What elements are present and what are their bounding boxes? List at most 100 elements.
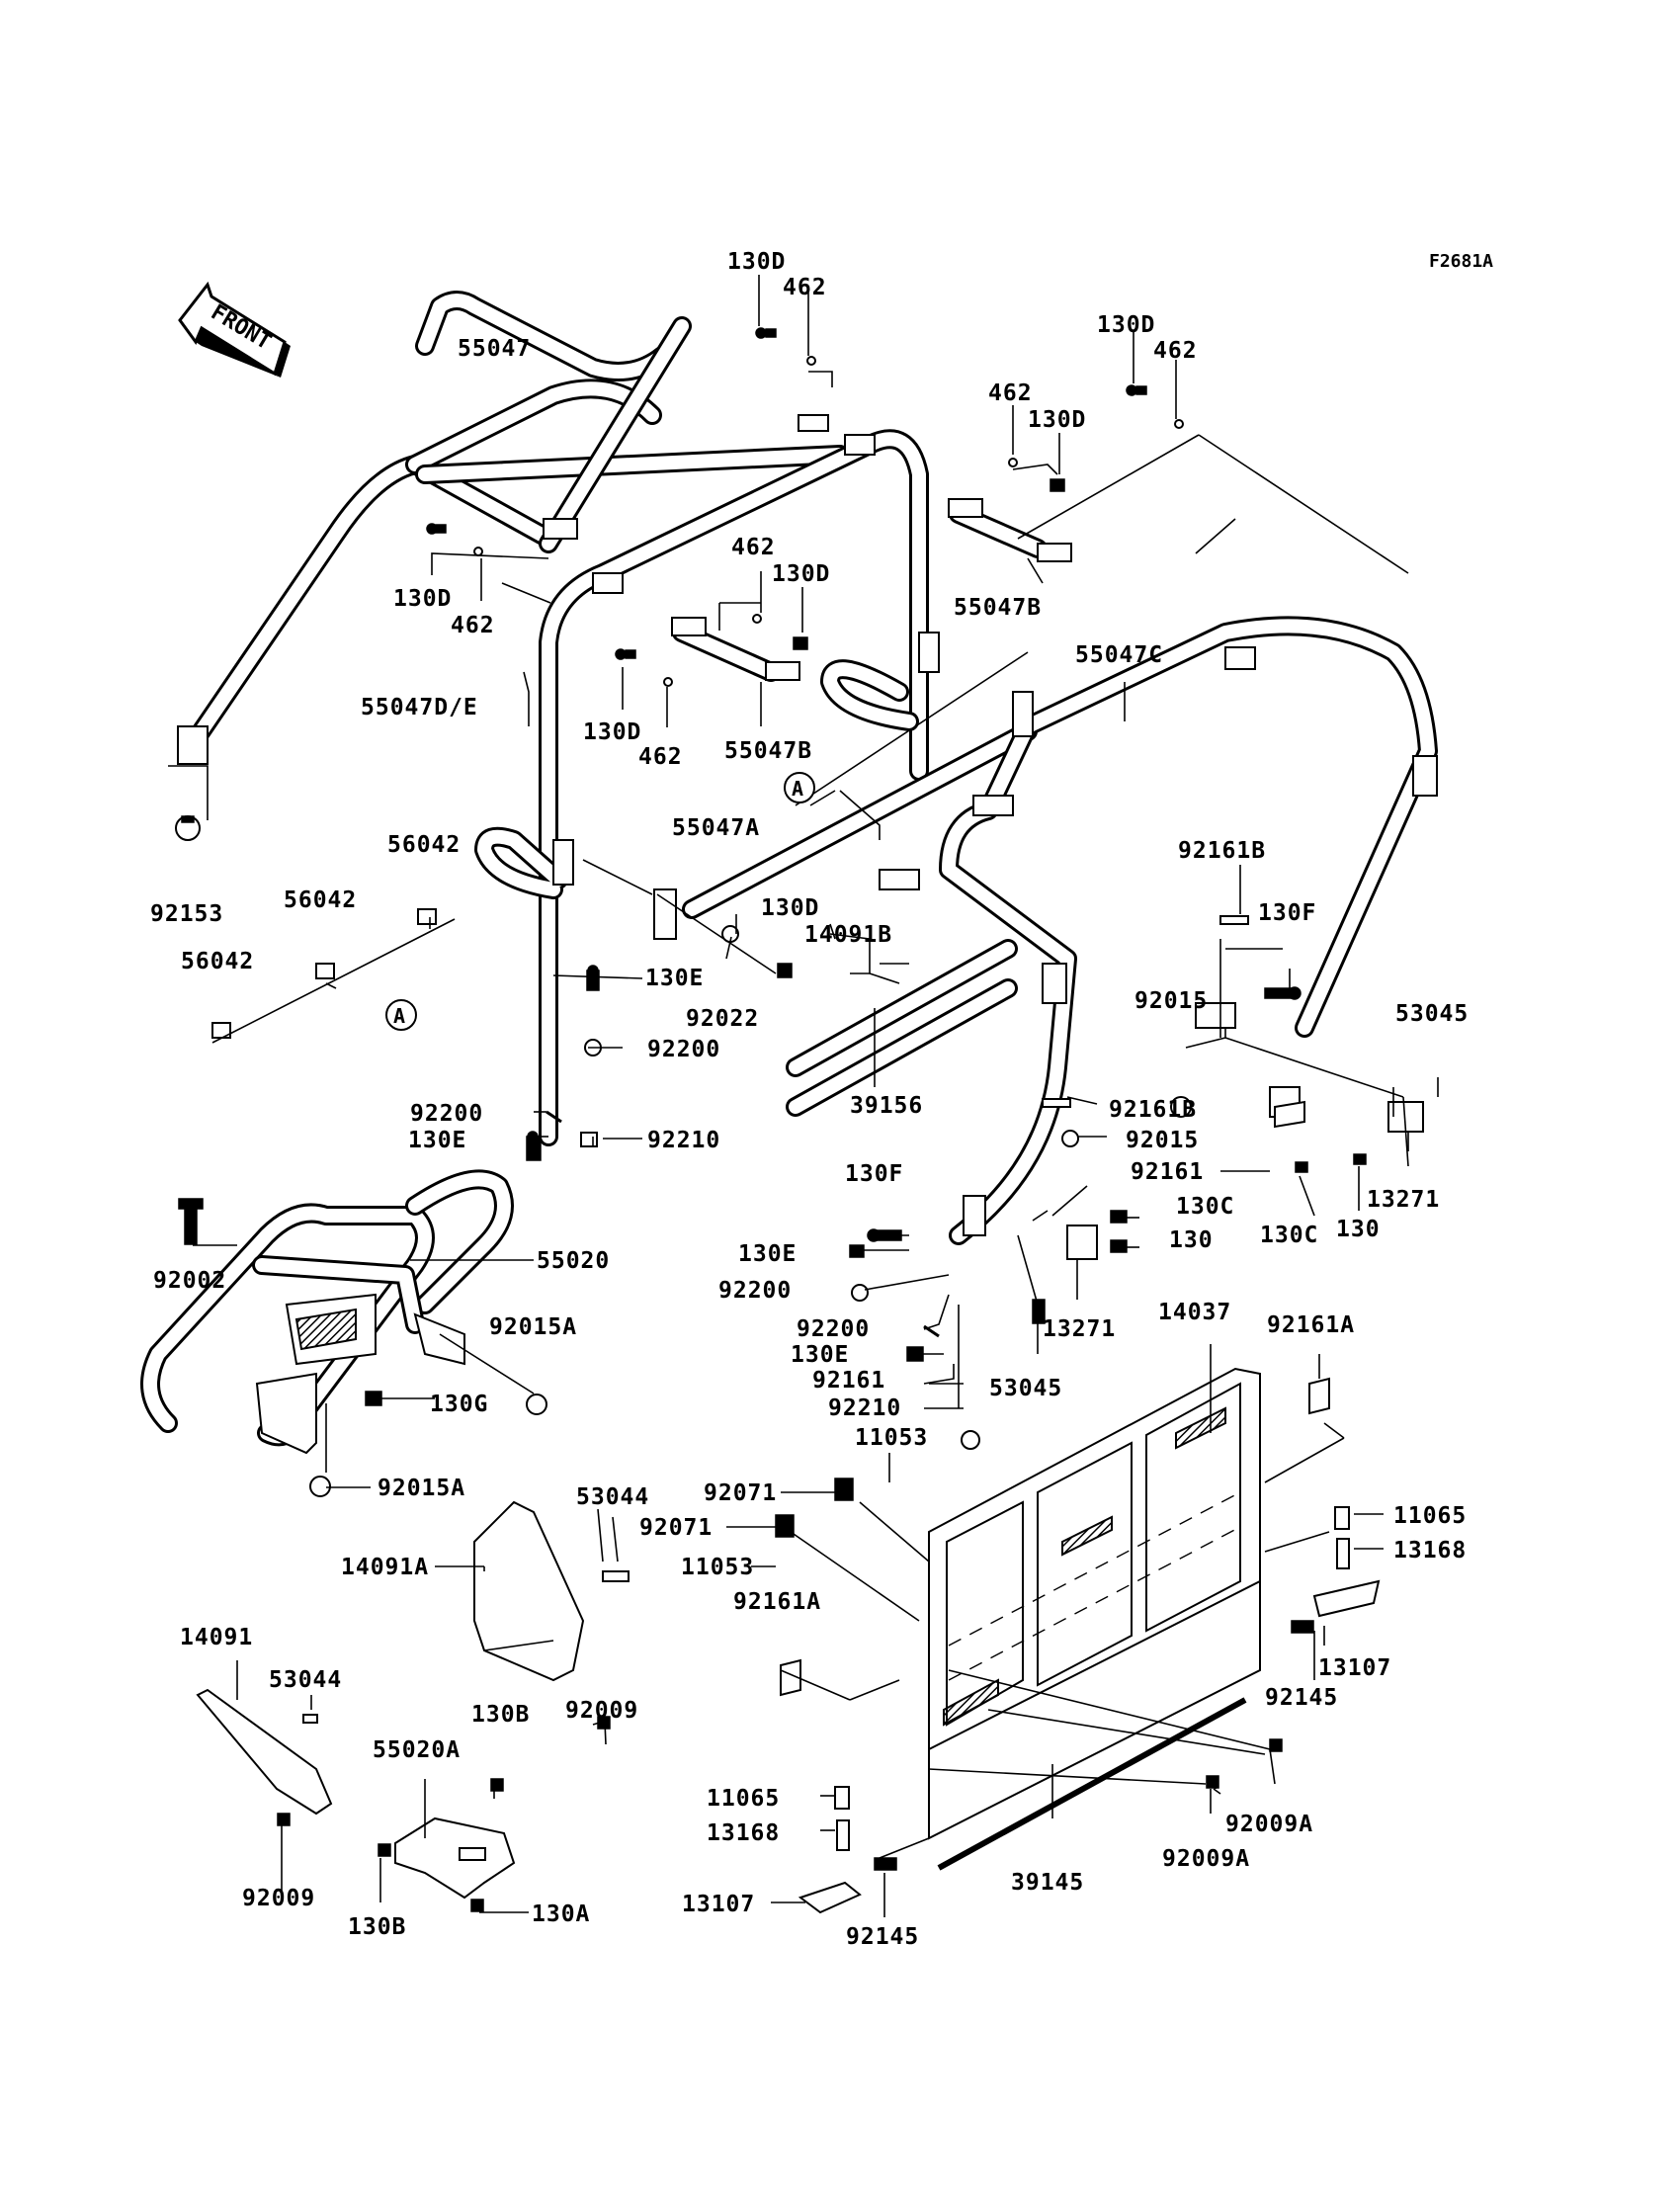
front-arrow-icon: FRONT: [178, 281, 291, 378]
label-92200-a: 92200: [647, 1037, 720, 1062]
ref-mark-A-left: A: [385, 999, 417, 1031]
label-92002: 92002: [153, 1268, 226, 1294]
label-130E-b: 130E: [408, 1128, 466, 1153]
label-462-b: 462: [1153, 338, 1198, 364]
label-55047B-b: 55047B: [724, 738, 812, 764]
label-55047A: 55047A: [672, 815, 760, 841]
label-130G: 130G: [430, 1392, 488, 1417]
label-11065-a: 11065: [1393, 1503, 1467, 1529]
front-bumper: [140, 1169, 514, 1455]
label-13107-a: 13107: [1318, 1655, 1391, 1681]
skid-plate-14091A: [473, 1500, 585, 1682]
label-13107-b: 13107: [682, 1892, 755, 1917]
label-92015-b: 92015: [1126, 1128, 1199, 1153]
label-92022: 92022: [686, 1006, 759, 1032]
label-130D-a: 130D: [727, 249, 786, 275]
label-462-a: 462: [783, 275, 827, 300]
label-130-a: 130: [1169, 1227, 1214, 1253]
label-11053-a: 11053: [855, 1425, 928, 1451]
label-55047D-E: 55047D/E: [361, 695, 478, 720]
label-11065-b: 11065: [707, 1786, 780, 1812]
label-92145-a: 92145: [1265, 1685, 1338, 1711]
figure-code: F2681A: [1429, 251, 1493, 272]
label-92210-a: 92210: [647, 1128, 720, 1153]
label-130-b: 130: [1336, 1217, 1381, 1242]
guard-14091: [196, 1688, 333, 1816]
label-92210-b: 92210: [828, 1395, 901, 1421]
label-130E-d: 130E: [791, 1342, 849, 1368]
label-13271-b: 13271: [1043, 1316, 1116, 1342]
label-14037: 14037: [1158, 1300, 1231, 1325]
label-92200-c: 92200: [718, 1278, 792, 1304]
label-130C-a: 130C: [1176, 1194, 1234, 1220]
label-55047B-a: 55047B: [954, 595, 1042, 621]
label-130B-b: 130B: [348, 1914, 406, 1940]
leader-lines: [168, 275, 1439, 1917]
label-13168-a: 13168: [1393, 1538, 1467, 1563]
label-130E-c: 130E: [738, 1241, 797, 1267]
label-55020A: 55020A: [373, 1737, 461, 1763]
label-92161-a: 92161: [1131, 1159, 1204, 1185]
label-53044-b: 53044: [269, 1667, 342, 1693]
svg-text:A: A: [393, 1004, 406, 1028]
label-130F-a: 130F: [1258, 900, 1316, 926]
fasteners: [175, 327, 1381, 1914]
label-92071-a: 92071: [704, 1480, 777, 1506]
label-56042-a: 56042: [387, 832, 461, 858]
label-92161B-a: 92161B: [1178, 838, 1266, 864]
label-130C-b: 130C: [1260, 1223, 1318, 1248]
label-92200-b: 92200: [410, 1101, 483, 1127]
label-130D-g: 130D: [761, 895, 819, 921]
label-92161A-b: 92161A: [733, 1589, 821, 1615]
label-11053-b: 11053: [681, 1555, 754, 1580]
label-92161-b: 92161: [812, 1368, 885, 1394]
ref-mark-A-top: A: [784, 772, 815, 803]
label-55020: 55020: [537, 1248, 610, 1274]
label-462-e: 462: [731, 535, 776, 560]
label-53044-a: 53044: [576, 1484, 649, 1510]
label-55047: 55047: [458, 336, 531, 362]
label-130B-a: 130B: [471, 1702, 530, 1728]
label-92009A-a: 92009A: [1225, 1812, 1313, 1837]
label-462-c: 462: [988, 380, 1033, 406]
label-55047C: 55047C: [1075, 642, 1163, 668]
rod-39145: [937, 1697, 1247, 1871]
label-56042-b: 56042: [284, 887, 357, 913]
label-39156: 39156: [850, 1093, 923, 1119]
label-92015A-b: 92015A: [378, 1476, 465, 1501]
label-92161B-b: 92161B: [1109, 1097, 1197, 1123]
label-92015-a: 92015: [1134, 988, 1208, 1014]
label-130A: 130A: [532, 1901, 590, 1927]
label-130F-b: 130F: [845, 1161, 903, 1187]
label-53045-a: 53045: [1395, 1001, 1469, 1027]
label-92145-b: 92145: [846, 1924, 919, 1950]
label-92009A-b: 92009A: [1162, 1846, 1250, 1872]
label-92009-a: 92009: [565, 1698, 638, 1724]
label-92153: 92153: [150, 901, 223, 927]
label-56042-c: 56042: [181, 949, 254, 974]
plate-55020A: [394, 1817, 516, 1900]
part-labels: 55047 130D 462 130D 462 462 130D 55047B …: [150, 249, 1469, 1950]
label-462-d: 462: [451, 613, 495, 638]
label-130E-a: 130E: [645, 966, 704, 991]
label-92071-b: 92071: [639, 1515, 713, 1541]
label-13271-a: 13271: [1367, 1187, 1440, 1213]
label-14091A: 14091A: [341, 1555, 429, 1580]
label-92015A-a: 92015A: [489, 1314, 577, 1340]
decals: [211, 908, 1424, 1724]
frame-brackets: [177, 414, 1438, 1260]
label-130D-d: 130D: [393, 586, 452, 612]
label-130D-f: 130D: [583, 719, 641, 745]
roll-cage-frame: [178, 291, 1438, 1245]
label-53045-b: 53045: [989, 1376, 1062, 1401]
label-130D-b: 130D: [1097, 312, 1155, 338]
label-92161A-a: 92161A: [1267, 1312, 1355, 1338]
label-130D-e: 130D: [772, 561, 830, 587]
label-92200-d: 92200: [797, 1316, 870, 1342]
svg-text:A: A: [792, 777, 804, 801]
label-92009-b: 92009: [242, 1886, 315, 1911]
label-14091: 14091: [180, 1625, 253, 1650]
label-14091B: 14091B: [804, 922, 892, 948]
label-462-f: 462: [638, 744, 683, 770]
